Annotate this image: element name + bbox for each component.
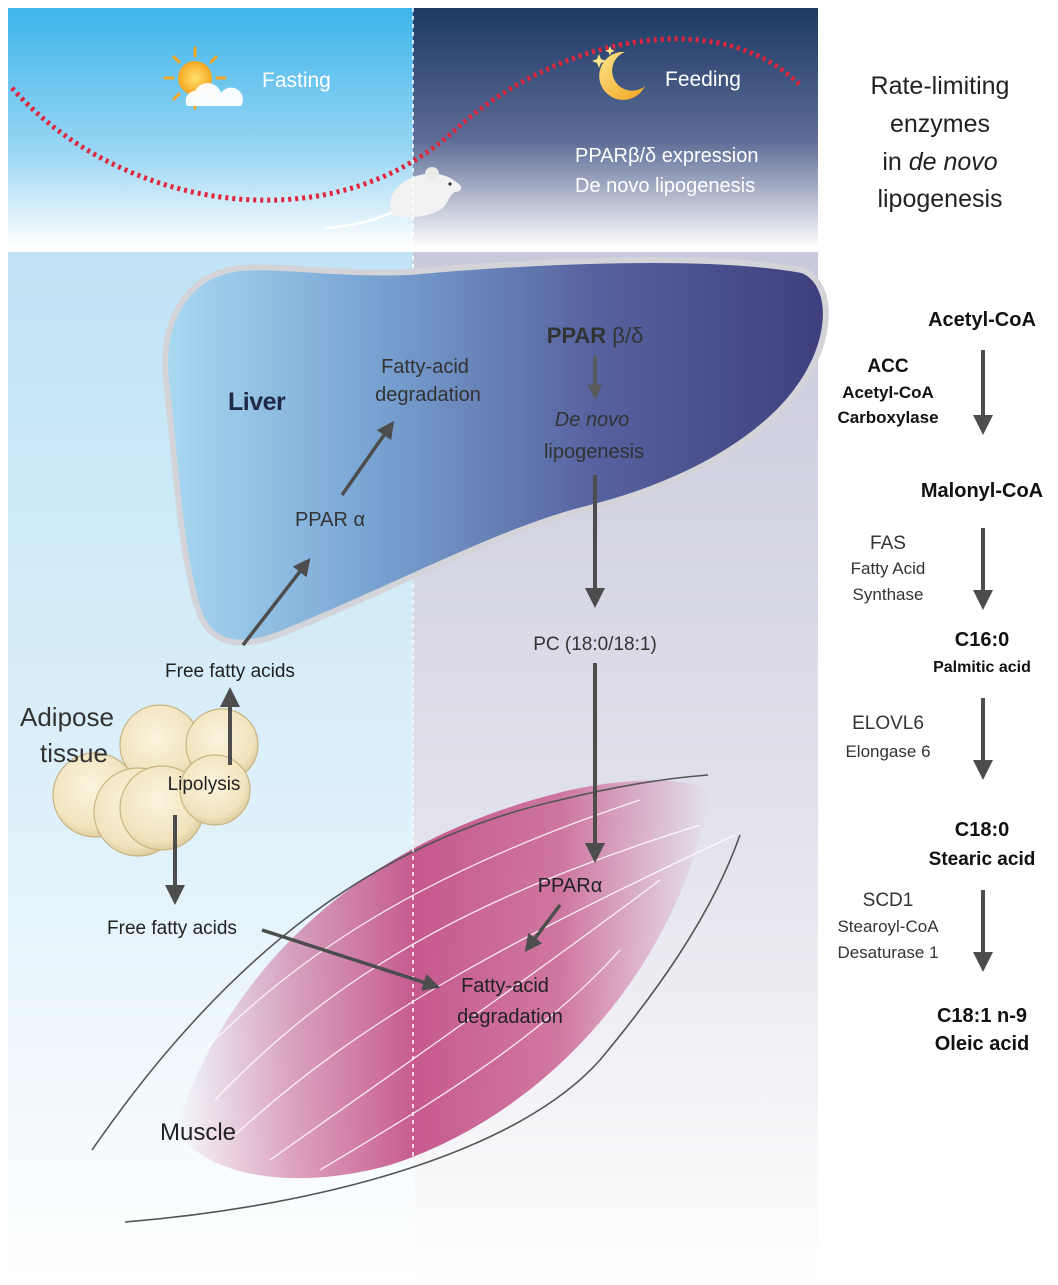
liver-fatty-acid-degradation-line1: Fatty-acid: [381, 356, 469, 378]
scd1-abbr: SCD1: [863, 890, 914, 911]
acc-line1: Acetyl-CoA: [842, 383, 934, 402]
scd1-line2: Desaturase 1: [837, 943, 938, 962]
scd1-line1: Stearoyl-CoA: [837, 917, 939, 936]
moon-stars-icon: [592, 46, 645, 100]
fas-line1: Fatty Acid: [851, 559, 926, 578]
fas-abbr: FAS: [870, 533, 906, 554]
liver-shape: [162, 257, 829, 646]
malonyl-coa-label: Malonyl-CoA: [921, 480, 1043, 502]
arrow-ffa-to-muscle-degradation: [261, 928, 441, 991]
liver-fatty-acid-degradation-line2: degradation: [375, 384, 481, 406]
elovl6-abbr: ELOVL6: [852, 713, 924, 734]
lipolysis-label: Lipolysis: [168, 774, 241, 795]
adipose-cells: [52, 704, 259, 857]
muscle-outline-bottom: [124, 834, 741, 1223]
muscle-fatty-acid-degradation-line1: Fatty-acid: [461, 975, 549, 997]
circadian-curve: [10, 36, 802, 203]
rate-limiting-title: Rate-limiting enzymes in de novo lipogen…: [871, 72, 1010, 213]
title-line2: enzymes: [890, 110, 990, 138]
free-fatty-acids-bottom: Free fatty acids: [107, 918, 237, 939]
liver-lipogenesis-label: lipogenesis: [544, 441, 644, 463]
arrow-ffa-to-ppar-alpha: [241, 558, 311, 647]
lipogenesis-pathway: Acetyl-CoA ACC Acetyl-CoA Carboxylase Ma…: [837, 309, 1043, 1055]
ppar-bold-part: PPAR: [547, 323, 607, 348]
muscle-label: Muscle: [160, 1119, 236, 1146]
header-sky: [8, 8, 818, 248]
title-line3-italic: de novo: [909, 148, 998, 176]
mouse-icon: [324, 167, 462, 230]
elovl6-line1: Elongase 6: [845, 742, 930, 761]
fasting-sky: [8, 8, 413, 248]
muscle-shape: [175, 780, 710, 1179]
c181-label: C18:1 n-9: [937, 1005, 1027, 1027]
ppar-greek-part: β/δ: [606, 323, 643, 348]
title-line3: in de novo: [882, 148, 997, 176]
title-line1: Rate-limiting: [871, 72, 1010, 100]
muscle-outline-top: [91, 774, 709, 1151]
feeding-lipogenesis-text: De novo lipogenesis: [575, 175, 755, 197]
sun-cloud-icon: [163, 46, 243, 110]
acetyl-coa-label: Acetyl-CoA: [928, 309, 1036, 331]
muscle-ppar-alpha: PPARα: [538, 875, 603, 897]
adipose-label-line2: tissue: [40, 738, 108, 768]
c180-label: C18:0: [955, 819, 1009, 841]
pc-label: PC (18:0/18:1): [533, 634, 657, 655]
liver-label: Liver: [228, 388, 286, 416]
muscle-fatty-acid-degradation-line2: degradation: [457, 1006, 563, 1028]
title-line3-prefix: in: [882, 148, 908, 176]
liver-ppar-alpha: PPAR α: [295, 509, 365, 531]
stearic-acid-label: Stearic acid: [929, 849, 1036, 870]
acc-abbr: ACC: [867, 356, 908, 377]
arrow-muscle-ppar-to-degradation: [524, 903, 562, 952]
palmitic-acid-label: Palmitic acid: [933, 659, 1031, 676]
liver-de-novo-label: De novo: [555, 409, 630, 431]
fas-line2: Synthase: [853, 585, 924, 604]
fasting-label: Fasting: [262, 69, 331, 92]
adipose-label-line1: Adipose: [20, 702, 114, 732]
title-line4: lipogenesis: [877, 185, 1002, 213]
feeding-expression-text: PPARβ/δ expression: [575, 145, 758, 167]
free-fatty-acids-top: Free fatty acids: [165, 661, 295, 682]
liver-ppar-beta-delta: PPAR β/δ: [547, 323, 644, 348]
muscle-tissue: [91, 774, 741, 1223]
feeding-label: Feeding: [665, 68, 741, 91]
arrow-ppar-alpha-to-degradation: [340, 420, 395, 497]
feeding-sky: [413, 8, 818, 248]
c160-label: C16:0: [955, 629, 1009, 651]
oleic-acid-label: Oleic acid: [935, 1033, 1030, 1055]
acc-line2: Carboxylase: [837, 408, 938, 427]
